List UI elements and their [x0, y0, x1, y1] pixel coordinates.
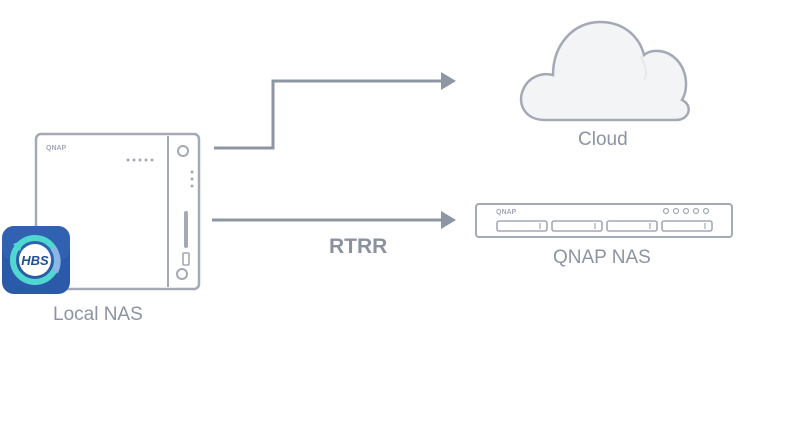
- rtrr-edge-label: RTRR: [329, 235, 388, 258]
- arrow-to-cloud: [214, 79, 443, 150]
- local-nas-brand: QNAP: [46, 145, 67, 152]
- qnap-nas-icon: QNAP: [475, 203, 733, 238]
- qnap-nas-label: QNAP NAS: [553, 247, 651, 268]
- arrow-to-qnap-nas-head: [441, 211, 456, 229]
- cloud-icon: [519, 20, 690, 122]
- qnap-nas-brand: QNAP: [496, 209, 517, 216]
- local-nas-icon: QNAP: [34, 132, 201, 291]
- local-nas-label: Local NAS: [53, 304, 143, 325]
- cloud-label: Cloud: [578, 129, 628, 150]
- hybrid-backup-sync-icon: HBS: [2, 226, 70, 294]
- arrow-to-cloud-head: [441, 72, 456, 90]
- hbs-icon-text: HBS: [21, 253, 49, 268]
